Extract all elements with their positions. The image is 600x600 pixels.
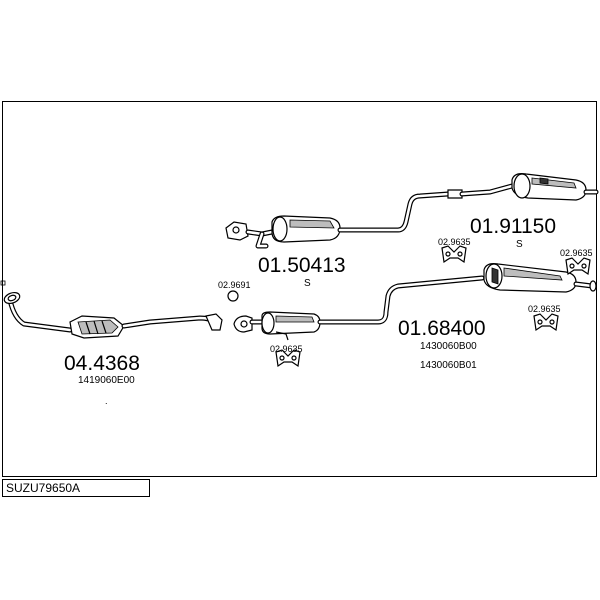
fitting-label-f5: 02.9635 xyxy=(528,304,561,314)
oem-rear-silencer-1: 1430060B00 xyxy=(420,341,477,352)
oem-middle-silencer: S xyxy=(304,278,311,289)
front-pipe-catalyst-drawing xyxy=(3,291,223,339)
intermediate-pipe-drawing xyxy=(233,275,485,341)
oem-rear-silencer-upper: S xyxy=(516,239,523,250)
dot-marker: . xyxy=(105,396,108,406)
fitting-label-f3: 02.9635 xyxy=(438,237,471,247)
oem-number-front-pipe: 1419060E00 xyxy=(78,375,135,386)
reference-box: SUZU79650A xyxy=(2,479,150,497)
part-number-middle-silencer: 01.50413 xyxy=(258,254,346,277)
rear-silencer-drawing xyxy=(483,263,597,293)
hanger-02-9691-drawing xyxy=(227,290,239,302)
hanger-02-9635-c-drawing xyxy=(565,257,591,276)
fitting-label-f2: 02.9635 xyxy=(270,344,303,354)
diagram-frame xyxy=(2,101,597,477)
hanger-02-9635-d-drawing xyxy=(533,313,559,332)
part-number-front-pipe: 04.4368 xyxy=(64,352,140,375)
hanger-02-9635-a-drawing xyxy=(275,349,301,368)
oem-rear-silencer-2: 1430060B01 xyxy=(420,360,477,371)
rear-silencer-upper-drawing xyxy=(447,173,599,201)
part-number-rear-silencer-upper: 01.91150 xyxy=(470,215,556,238)
fitting-label-f1: 02.9691 xyxy=(218,280,251,290)
hanger-02-9635-b-drawing xyxy=(441,245,467,264)
part-number-rear-silencer: 01.68400 xyxy=(398,317,486,340)
fitting-label-f4: 02.9635 xyxy=(560,248,593,258)
middle-silencer-upper-drawing xyxy=(225,191,451,249)
frame-notch xyxy=(0,280,6,286)
reference-code: SUZU79650A xyxy=(6,481,81,495)
